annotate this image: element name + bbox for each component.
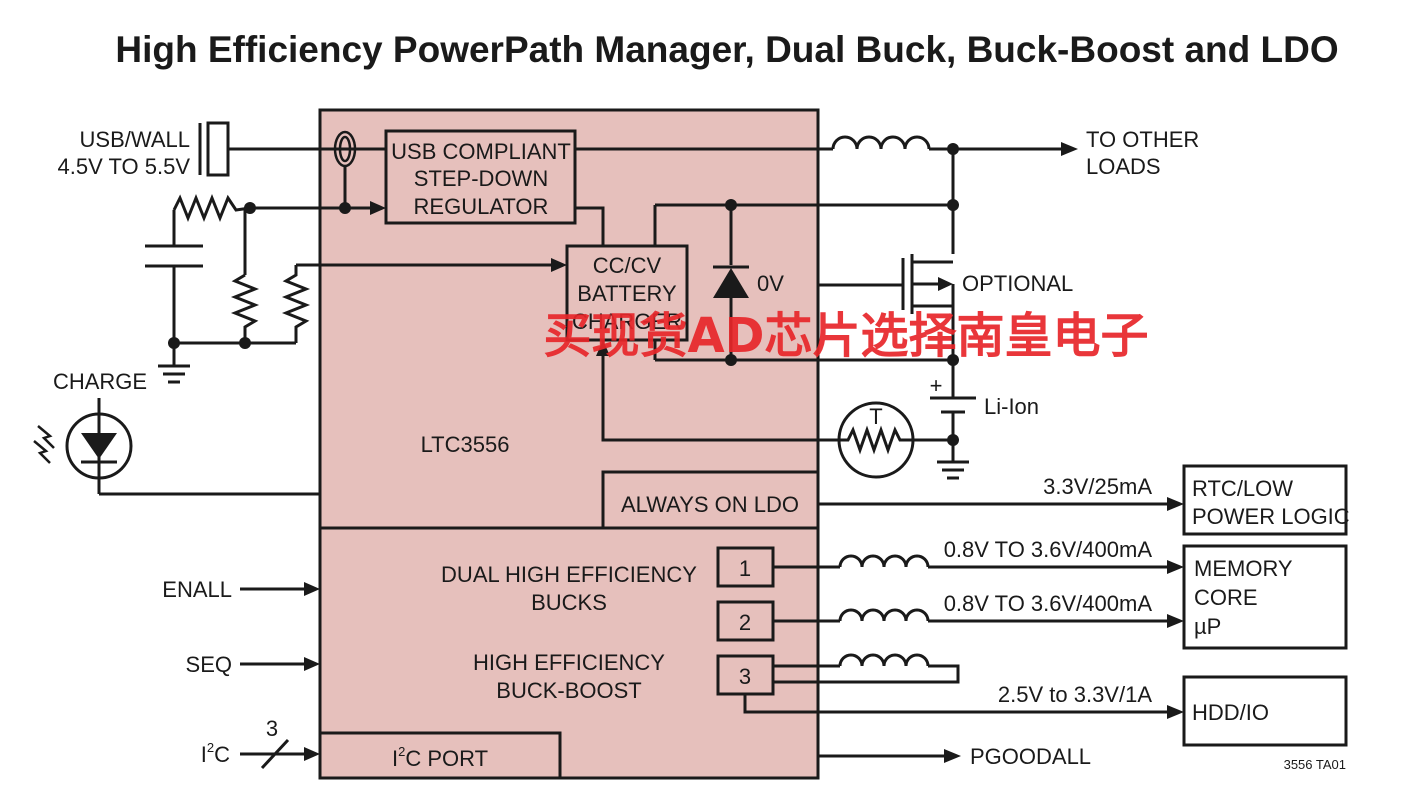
hdd-load-label: HDD/IO xyxy=(1192,700,1269,725)
usb-connector-symbol xyxy=(198,121,230,177)
channel-1-box xyxy=(716,546,775,588)
ldo-rating: 3.3V/25mA xyxy=(1043,474,1152,499)
buckboost-inductor xyxy=(838,653,930,667)
buck2-inductor xyxy=(838,608,930,622)
channel-3-box xyxy=(716,654,775,696)
channel-1-label: 1 xyxy=(739,556,751,581)
charger-line1: CC/CV xyxy=(593,253,662,278)
hdd-load-box xyxy=(1182,675,1348,747)
dual-bucks-line2: BUCKS xyxy=(531,590,607,615)
enall-label: ENALL xyxy=(162,577,232,602)
charge-led-icon xyxy=(33,398,133,494)
to-other-loads-2: LOADS xyxy=(1086,154,1161,179)
usb-regulator-line2: STEP-DOWN xyxy=(414,166,548,191)
zero-volt-label: 0V xyxy=(757,271,784,296)
always-on-ldo-box xyxy=(601,470,820,530)
buck-boost-line2: BUCK-BOOST xyxy=(496,678,641,703)
buck2-rating: 0.8V TO 3.6V/400mA xyxy=(944,591,1153,616)
memory-load-box xyxy=(1182,544,1348,650)
usb-wall-label-2: 4.5V TO 5.5V xyxy=(58,154,191,179)
memory-load-line1: MEMORY xyxy=(1194,556,1293,581)
battery-plus: + xyxy=(930,373,943,398)
memory-load-line3: µP xyxy=(1194,614,1221,639)
rtc-load-line2: POWER LOGIC xyxy=(1192,504,1350,529)
charger-box xyxy=(565,244,689,342)
rtc-load-box xyxy=(1182,464,1348,536)
always-on-ldo-label: ALWAYS ON LDO xyxy=(621,492,799,517)
ground-symbol-left xyxy=(158,343,190,384)
bus-width-slash xyxy=(260,738,290,770)
dual-bucks-line1: DUAL HIGH EFFICIENCY xyxy=(441,562,697,587)
usb-regulator-box xyxy=(384,129,577,225)
buck1-inductor xyxy=(838,554,930,568)
thermistor-label: T xyxy=(869,404,882,429)
buck-boost-line1: HIGH EFFICIENCY xyxy=(473,650,665,675)
optional-label: OPTIONAL xyxy=(962,271,1073,296)
usb-wall-label-1: USB/WALL xyxy=(80,127,190,152)
watermark: 买现货AD芯片选择南皇电子 xyxy=(544,308,1149,364)
vbus-inductor xyxy=(831,135,931,150)
prog-resistor-1 xyxy=(230,273,260,343)
channel-3-label: 3 xyxy=(739,664,751,689)
i2c-input-label: I2C xyxy=(201,740,230,767)
figure-id: 3556 TA01 xyxy=(1284,757,1346,772)
usb-regulator-line3: REGULATOR xyxy=(414,194,549,219)
buckboost-output-wire xyxy=(743,694,1168,714)
battery-label: Li-Ion xyxy=(984,394,1039,419)
usb-regulator-line1: USB COMPLIANT xyxy=(391,139,571,164)
pgoodall-label: PGOODALL xyxy=(970,744,1091,769)
memory-load-line2: CORE xyxy=(1194,585,1258,610)
series-resistor xyxy=(172,193,251,223)
channel-2-label: 2 xyxy=(739,610,751,635)
rtc-load-line1: RTC/LOW xyxy=(1192,476,1293,501)
diagram-title: High Efficiency PowerPath Manager, Dual … xyxy=(115,29,1338,70)
seq-label: SEQ xyxy=(186,652,232,677)
buckboost-rating: 2.5V to 3.3V/1A xyxy=(998,682,1152,707)
charger-line3: CHARGER xyxy=(572,309,682,334)
charge-label: CHARGE xyxy=(53,369,147,394)
ideal-diode-icon xyxy=(713,265,749,298)
optional-mosfet-icon xyxy=(901,254,955,314)
charger-line2: BATTERY xyxy=(577,281,677,306)
i2c-bus-width: 3 xyxy=(266,716,278,741)
i2c-port-box xyxy=(318,731,562,780)
buck1-rating: 0.8V TO 3.6V/400mA xyxy=(944,537,1153,562)
ground-symbol-right xyxy=(937,460,969,480)
li-ion-battery-icon xyxy=(930,396,976,414)
prog-resistor-2 xyxy=(281,265,311,343)
to-other-loads-1: TO OTHER xyxy=(1086,127,1199,152)
chip-name: LTC3556 xyxy=(421,432,510,457)
i2c-port-label: I2C PORT xyxy=(392,744,488,771)
